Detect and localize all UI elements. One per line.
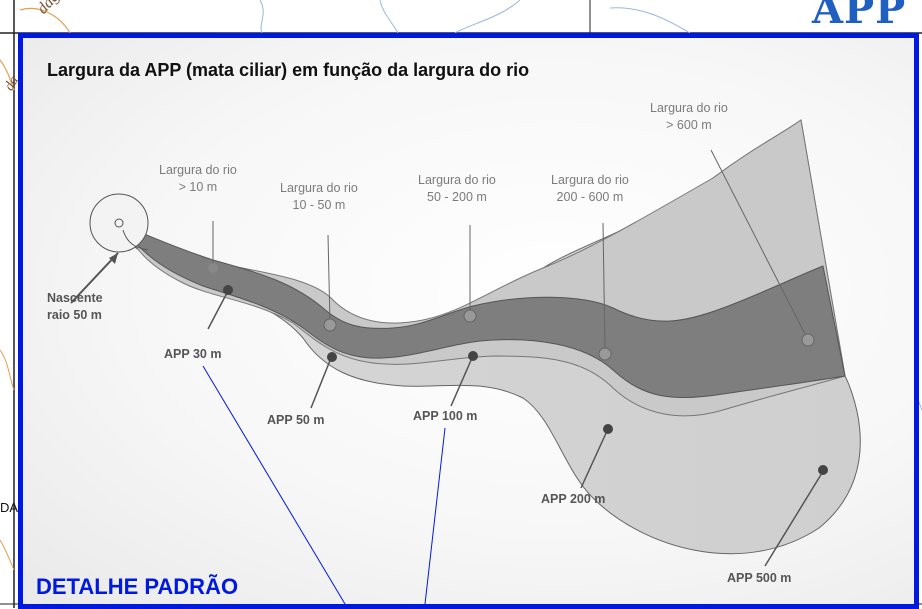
marker-river-200-600 [598, 347, 612, 361]
leader-app-30 [207, 290, 229, 330]
panel-footer: DETALHE PADRÃO [36, 574, 239, 599]
label-river-10-line1: Largura do rio [159, 163, 237, 177]
marker-river-600 [801, 333, 815, 347]
label-river-200-600: Largura do rio 200 - 600 m [551, 172, 629, 206]
marker-app-100 [468, 351, 478, 361]
leader-river-200-600 [602, 222, 606, 353]
marker-app-30 [223, 285, 233, 295]
label-river-200-600-line2: 200 - 600 m [556, 190, 624, 204]
marker-app-200 [603, 424, 613, 434]
label-app-50: APP 50 m [267, 413, 325, 427]
app-logo: APP [812, 0, 907, 33]
label-river-10-50-line1: Largura do rio [280, 181, 358, 195]
source-arrow-head [109, 253, 118, 264]
marker-app-50 [327, 352, 337, 362]
leader-app-500 [764, 472, 823, 567]
river-start [122, 229, 149, 251]
marker-river-50-200 [463, 309, 477, 323]
label-river-50-200-line1: Largura do rio [418, 173, 496, 187]
label-source-line1: Nascente [47, 291, 103, 305]
label-app-500: APP 500 m [727, 571, 792, 585]
panel-title: Largura da APP (mata ciliar) em função d… [47, 60, 530, 80]
label-app-200: APP 200 m [541, 492, 606, 506]
label-river-600-line1: Largura do rio [650, 101, 728, 115]
label-source-line2: raio 50 m [47, 308, 102, 322]
label-river-600-line2: > 600 m [666, 118, 712, 132]
source-point [114, 218, 124, 228]
marker-river-10 [208, 263, 218, 273]
marker-river-10-50 [323, 318, 337, 332]
leader-app-200 [580, 430, 608, 489]
label-river-10: Largura do rio > 10 m [159, 162, 237, 196]
label-app-30: APP 30 m [164, 347, 222, 361]
label-river-10-50: Largura do rio 10 - 50 m [280, 180, 358, 214]
label-river-50-200-line2: 50 - 200 m [427, 190, 487, 204]
label-source: Nascente raio 50 m [47, 290, 103, 324]
marker-app-500 [818, 465, 828, 475]
app-diagram [70, 119, 861, 604]
label-river-50-200: Largura do rio 50 - 200 m [418, 172, 496, 206]
label-river-10-line2: > 10 m [178, 180, 218, 194]
river-channel [119, 222, 846, 399]
source-circle [89, 193, 149, 253]
leader-river-600 [710, 149, 808, 339]
source-arrow [70, 252, 119, 304]
label-river-600: Largura do rio > 600 m [650, 100, 728, 134]
callout-line-app-100 [424, 427, 446, 604]
side-label: DA [0, 500, 19, 515]
detail-panel: Largura da APP (mata ciliar) em função d… [18, 33, 919, 609]
label-river-10-50-line2: 10 - 50 m [292, 198, 346, 212]
label-app-100: APP 100 m [413, 409, 478, 423]
leader-river-10-50 [327, 234, 331, 325]
leader-app-50 [310, 357, 332, 409]
label-river-200-600-line1: Largura do rio [551, 173, 629, 187]
leader-app-100 [450, 357, 473, 407]
callout-line-app-30 [202, 365, 346, 604]
